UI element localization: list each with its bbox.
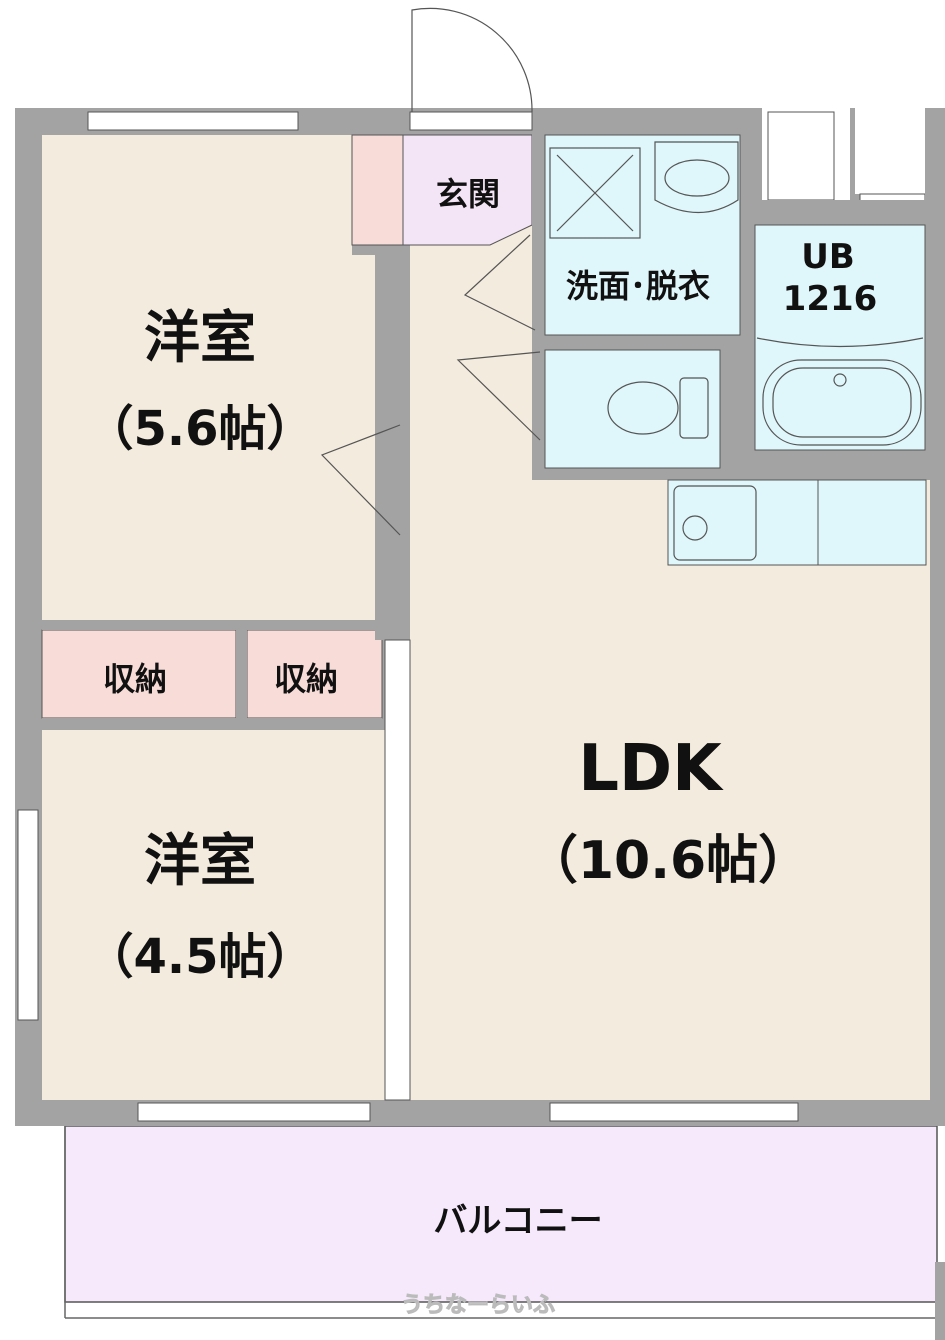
entrance-label: 玄関 xyxy=(436,175,500,213)
room1-door-swing xyxy=(320,424,401,536)
washing-machine-pan xyxy=(549,147,641,239)
unit-bath-name: UB xyxy=(801,237,855,277)
washroom-floor xyxy=(544,134,741,336)
western-room-2-name: 洋室 xyxy=(144,829,256,894)
toilet-floor xyxy=(544,349,721,469)
storage-1-floor xyxy=(41,629,237,719)
washroom-label: 洗面･脱衣 xyxy=(566,267,710,305)
window-left xyxy=(17,809,39,1021)
entrance-door-swing xyxy=(411,7,533,113)
storage-1-label: 収納 xyxy=(103,660,167,698)
wash-basin-icon xyxy=(654,141,739,214)
balcony-label: バルコニー xyxy=(433,1201,602,1241)
storage-2-label: 収納 xyxy=(274,660,338,698)
window-top-left xyxy=(87,111,299,131)
entrance-floor xyxy=(402,134,533,246)
shoe-box xyxy=(351,134,404,246)
window-bottom-ldk xyxy=(549,1102,799,1122)
bathtub-icon xyxy=(762,359,922,446)
kitchen-counter xyxy=(667,479,927,566)
watermark-logo: うちなーらいふ xyxy=(401,1293,555,1318)
window-bottom-left xyxy=(137,1102,371,1122)
sink-icon xyxy=(673,485,757,561)
unit-bath-size: 1216 xyxy=(783,279,878,319)
western-room-1-floor xyxy=(42,135,375,620)
unit-bath-floor xyxy=(754,224,926,451)
ldk-size: （10.6帖） xyxy=(526,831,810,891)
window-entrance xyxy=(409,111,533,131)
western-room-2-size: （4.5帖） xyxy=(85,929,314,985)
ldk-name: LDK xyxy=(578,732,724,806)
balcony-area xyxy=(64,1125,938,1303)
toilet-icon xyxy=(607,381,679,435)
western-room-1-name: 洋室 xyxy=(144,306,256,371)
western-room-1-size: （5.6帖） xyxy=(85,401,314,457)
western-room-2-floor xyxy=(42,730,385,1100)
